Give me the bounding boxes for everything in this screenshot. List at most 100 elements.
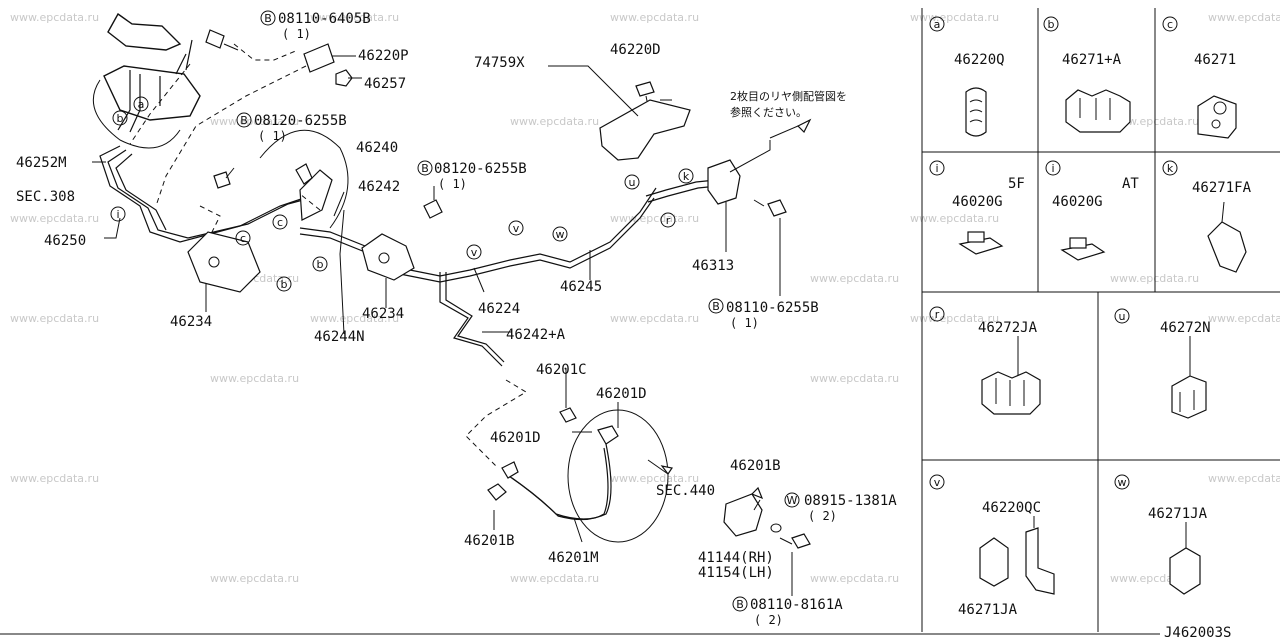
callout-qty: ( 2) <box>754 613 783 627</box>
watermark: www.epcdata.ru <box>310 11 399 24</box>
watermark-grid: www.epcdata.ru www.epcdata.ru www.epcdat… <box>10 11 1280 585</box>
panel-letter: u <box>1119 310 1126 323</box>
panel-i-5f: i 5F 46020G <box>929 160 1025 255</box>
note-line: 参照ください。 <box>730 105 807 119</box>
callout-letter: b <box>281 278 288 291</box>
callout-qty: ( 1) <box>258 129 287 143</box>
panel-letter: i <box>1051 162 1054 175</box>
clip-46271ja-icon <box>1169 547 1201 595</box>
panel-letter: k <box>1167 162 1174 175</box>
callout-text: 08120-6255B <box>254 113 347 129</box>
note-line: 2枚目のリヤ側配管図を <box>730 89 847 103</box>
callout-letter: b <box>117 112 124 125</box>
watermark: www.epcdata.ru <box>910 212 999 225</box>
panel-letter: a <box>934 18 941 31</box>
part-label: 46201C <box>536 362 587 378</box>
part-label: 46201D <box>596 386 647 402</box>
clip-46220q-icon <box>965 87 987 137</box>
part-label: 46252M <box>16 155 67 171</box>
panel-k: k 46271FA <box>1162 160 1252 273</box>
clip-46201b-icon <box>487 483 507 501</box>
bolt-symbol: B <box>264 12 272 25</box>
panel-part-label: 46220QC <box>982 500 1041 516</box>
bracket-74759x-icon <box>599 99 691 161</box>
bolt-icon <box>559 407 577 423</box>
bolt-symbol: B <box>240 114 248 127</box>
callout-letter: v <box>471 246 478 259</box>
callout-qty: ( 1) <box>730 316 759 330</box>
panel-part-label: 46020G <box>952 194 1003 210</box>
watermark: www.epcdata.ru <box>810 272 899 285</box>
part-label: 46245 <box>560 279 602 295</box>
callout-letter: w <box>556 228 565 241</box>
panel-part-label: 46271+A <box>1062 52 1122 68</box>
clip-46271ja-icon <box>979 537 1009 587</box>
panel-letter: i <box>935 162 938 175</box>
callout-letter: b <box>317 258 324 271</box>
watermark: www.epcdata.ru <box>10 472 99 485</box>
brake-line-assembly: a b c i k u r v w b c b v B B B B B W <box>92 10 812 612</box>
bolt-icon <box>213 171 231 189</box>
brake-pipe-46252m <box>99 145 311 243</box>
watermark: www.epcdata.ru <box>910 11 999 24</box>
watermark: www.epcdata.ru <box>1208 312 1280 325</box>
panel-letter: b <box>1048 18 1055 31</box>
master-cylinder-icon <box>107 12 182 51</box>
part-label: 41144(RH) <box>698 550 774 566</box>
bolt-symbol: B <box>736 598 744 611</box>
callout-qty: ( 2) <box>808 509 837 523</box>
panel-part-label: 46271 <box>1194 52 1236 68</box>
bolt-icon <box>205 29 225 49</box>
bolt-icon <box>767 199 787 217</box>
panel-letter: w <box>1118 476 1127 489</box>
watermark: www.epcdata.ru <box>610 11 699 24</box>
part-label: 46201D <box>490 430 541 446</box>
part-label: 46257 <box>364 76 406 92</box>
callout-qty: ( 1) <box>438 177 467 191</box>
panel-variant-note: 5F <box>1008 176 1025 192</box>
nut-46257-icon <box>335 69 353 87</box>
clip-46271a-icon <box>1065 89 1131 133</box>
panel-part-label: 46020G <box>1052 194 1103 210</box>
bracket-46220qc-icon <box>1025 527 1055 595</box>
part-label: 46201B <box>730 458 781 474</box>
part-labels: 08110-6405B ( 1) 46220P 46257 08120-6255… <box>16 11 1231 640</box>
panel-i-at: i AT 46020G <box>1045 160 1139 261</box>
connector-46313-icon <box>707 159 741 205</box>
watermark: www.epcdata.ru <box>10 11 99 24</box>
callout-text: 08110-8161A <box>750 597 843 613</box>
watermark: www.epcdata.ru <box>1208 11 1280 24</box>
panel-v: v 46220QC 46271JA <box>929 474 1055 618</box>
panel-part-label: 46272N <box>1160 320 1211 336</box>
part-label: 41154(LH) <box>698 565 774 581</box>
part-label: 46244N <box>314 329 365 345</box>
callout-text: 08110-6255B <box>726 300 819 316</box>
part-label: 46234 <box>170 314 212 330</box>
detail-panels <box>0 8 1280 635</box>
watermark: www.epcdata.ru <box>610 212 699 225</box>
callout-letter: c <box>277 216 283 229</box>
clip-46271-icon <box>1197 95 1237 139</box>
bolt-icon <box>791 533 811 549</box>
part-label: 46224 <box>478 301 520 317</box>
callout-letter: a <box>138 98 145 111</box>
bracket-46234-icon <box>187 231 261 293</box>
part-label: 46220P <box>358 48 409 64</box>
bolt-icon <box>635 81 655 97</box>
callout-letter: u <box>629 176 636 189</box>
part-label: 74759X <box>474 55 525 71</box>
watermark: www.epcdata.ru <box>510 572 599 585</box>
callout-letter: c <box>240 232 246 245</box>
callout-text: 08110-6405B <box>278 11 371 27</box>
watermark: www.epcdata.ru <box>610 472 699 485</box>
clip-46272n-icon <box>1171 375 1207 419</box>
panel-variant-note: AT <box>1122 176 1139 192</box>
bracket-46234-icon <box>361 233 415 281</box>
panel-u: u 46272N <box>1114 308 1211 419</box>
part-label: 46240 <box>356 140 398 156</box>
watermark: www.epcdata.ru <box>10 312 99 325</box>
diagram-code: J462003S <box>1164 625 1231 640</box>
panel-letter: v <box>934 476 941 489</box>
